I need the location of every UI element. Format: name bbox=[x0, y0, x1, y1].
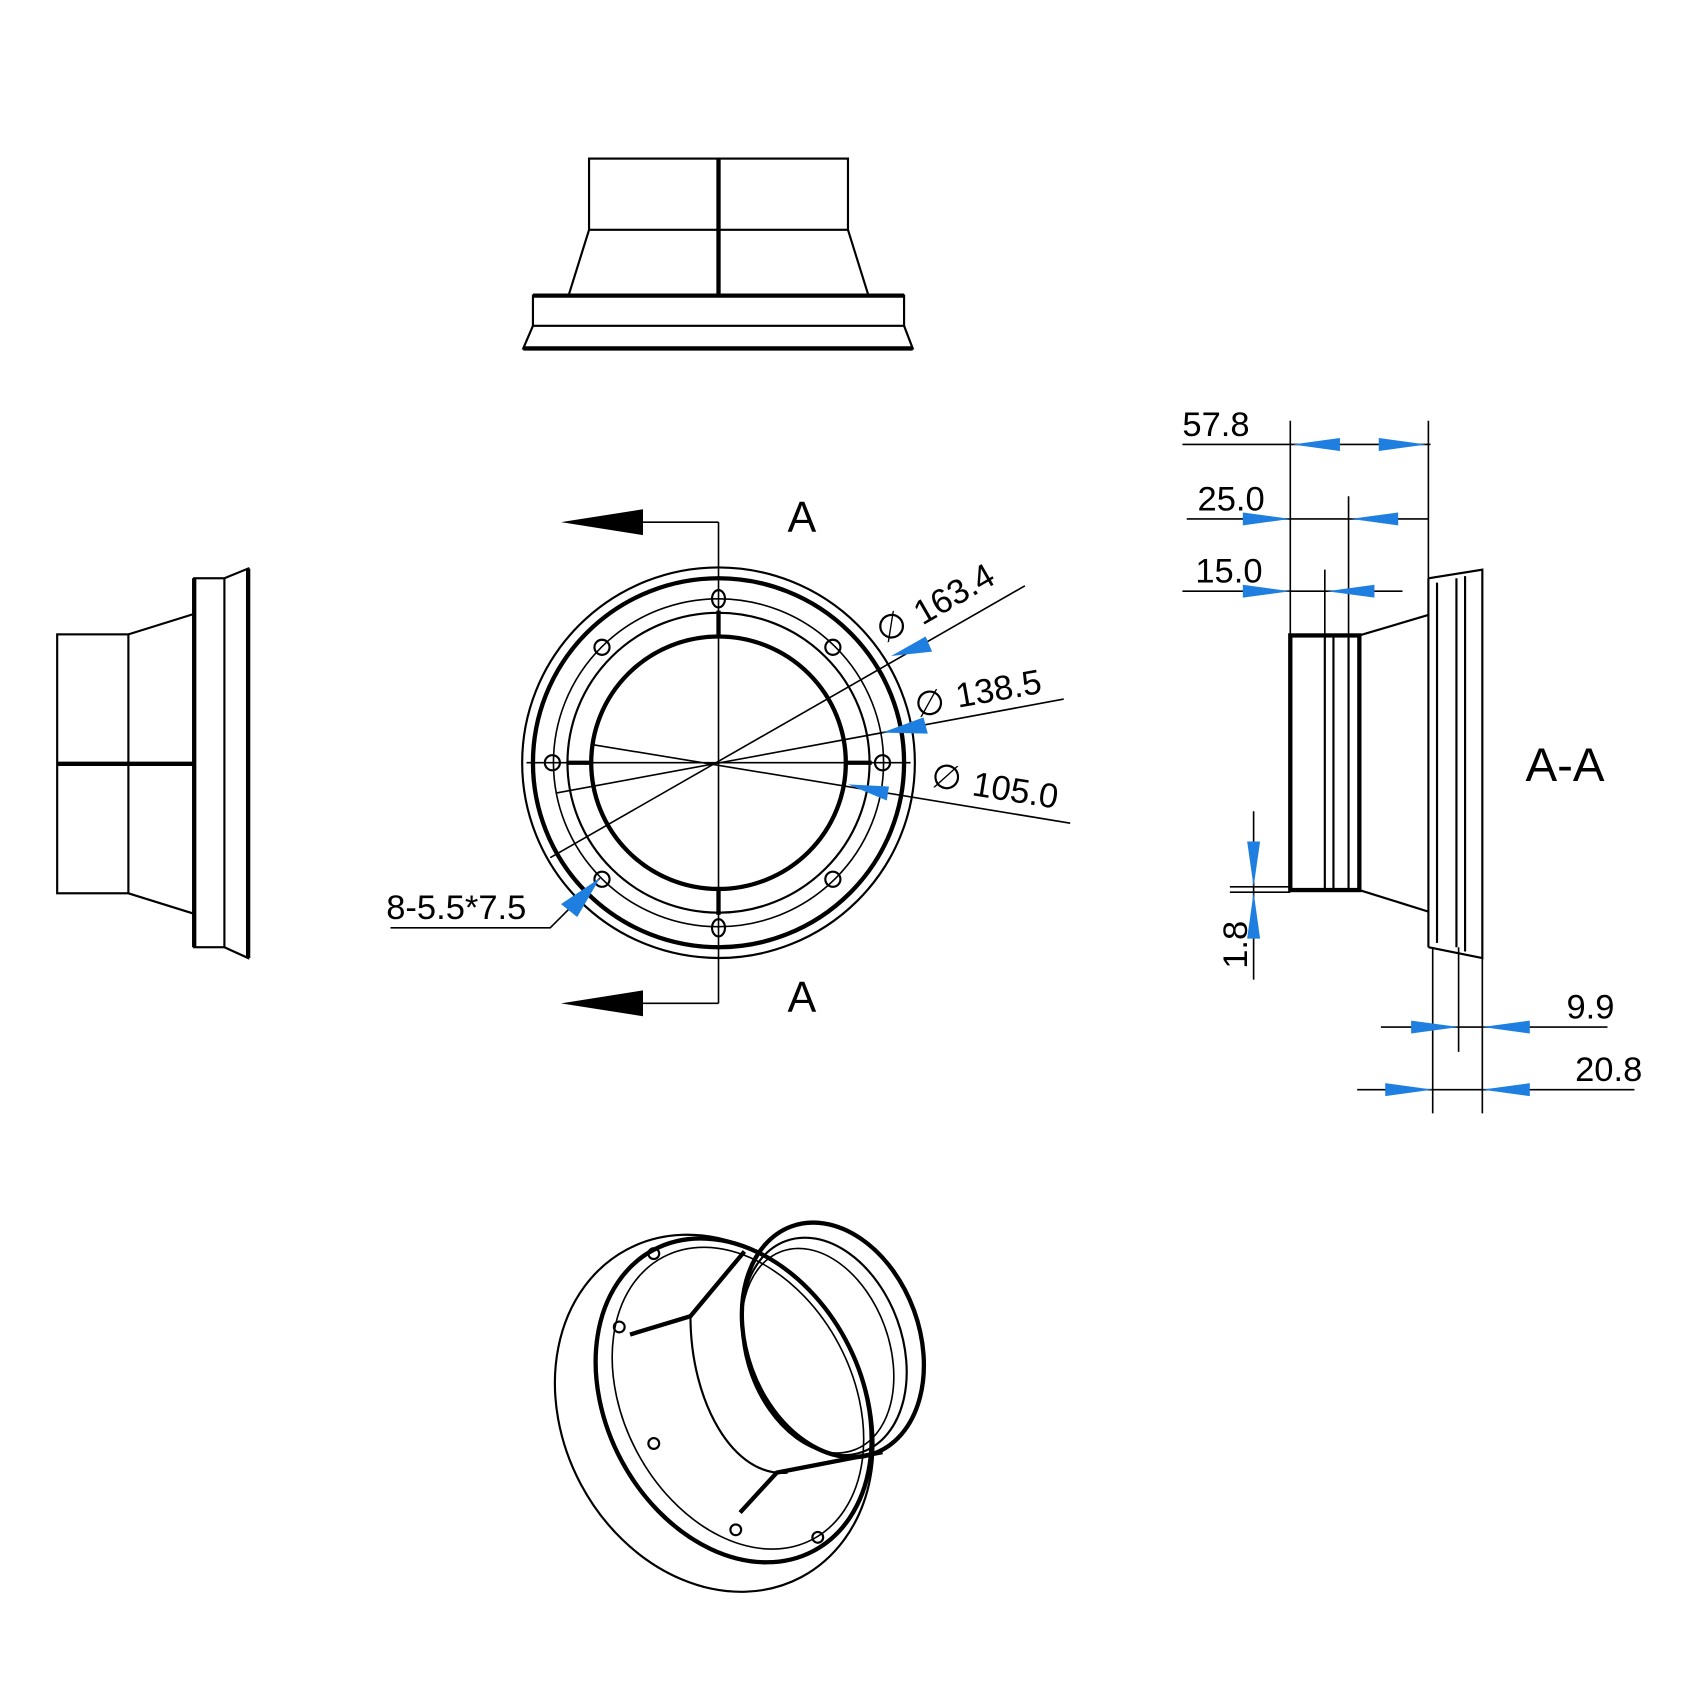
section-label-bottom: A bbox=[788, 974, 817, 1022]
top-view bbox=[521, 157, 915, 351]
section-view: A-A 57.8 25.0 15.0 1.8 9.9 20.8 bbox=[1182, 406, 1642, 1114]
dim-flange-inner: 9.9 bbox=[1566, 988, 1614, 1026]
dim-wall-thickness: 1.8 bbox=[1217, 921, 1255, 969]
left-view bbox=[56, 566, 251, 960]
bolt-hole bbox=[824, 870, 842, 888]
front-view: A A ∅ 163.4 ∅ 138.5 ∅ 105.0 8-5.5*7.5 bbox=[386, 494, 1071, 1022]
dim-outer-diameter: 163.4 bbox=[907, 557, 1001, 633]
dim-outer-symbol: ∅ bbox=[870, 603, 915, 651]
bolt-hole bbox=[710, 918, 727, 938]
dim-spigot-length: 25.0 bbox=[1198, 480, 1265, 518]
bolt-hole bbox=[593, 870, 611, 888]
dim-bolt-circle-diameter: 138.5 bbox=[953, 663, 1045, 715]
hole-note: 8-5.5*7.5 bbox=[386, 889, 526, 927]
dim-overall-length: 57.8 bbox=[1182, 406, 1249, 444]
bolt-hole bbox=[710, 589, 727, 609]
dim-inner-symbol: ∅ bbox=[929, 757, 965, 799]
dim-flange-total: 20.8 bbox=[1575, 1051, 1642, 1089]
section-view-title: A-A bbox=[1525, 739, 1604, 792]
isometric-view bbox=[553, 1220, 927, 1593]
bolt-hole bbox=[824, 638, 842, 656]
bolt-hole bbox=[593, 638, 611, 656]
bolt-holes bbox=[543, 589, 892, 938]
dim-bolt-symbol: ∅ bbox=[912, 683, 948, 726]
iso-bolt-holes bbox=[612, 1247, 825, 1544]
bolt-hole bbox=[543, 754, 561, 772]
dim-step-length: 15.0 bbox=[1195, 553, 1262, 591]
section-label-top: A bbox=[788, 494, 817, 542]
bolt-hole bbox=[873, 754, 892, 772]
